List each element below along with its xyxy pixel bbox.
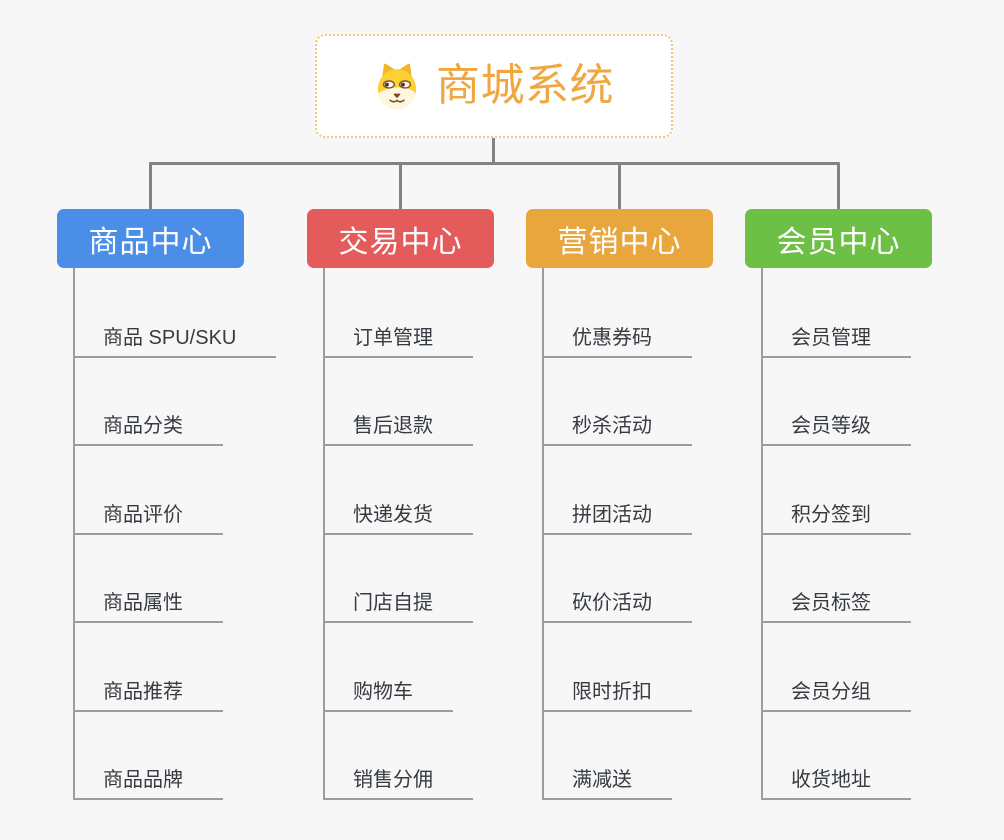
child-node-trade-center-3[interactable]: 快递发货: [323, 504, 473, 535]
child-node-marketing-center-1[interactable]: 优惠券码: [542, 327, 692, 358]
child-node-product-center-3[interactable]: 商品评价: [73, 504, 223, 535]
child-node-member-center-5[interactable]: 会员分组: [761, 681, 911, 712]
child-node-marketing-center-3[interactable]: 拼团活动: [542, 504, 692, 535]
branch-label: 商品中心: [88, 225, 213, 259]
branch-node-trade-center[interactable]: 交易中心: [307, 209, 494, 268]
connector-drop-marketing-center: [618, 162, 621, 210]
child-node-marketing-center-2[interactable]: 秒杀活动: [542, 415, 692, 446]
child-node-trade-center-6[interactable]: 销售分佣: [323, 769, 473, 800]
child-node-marketing-center-4[interactable]: 砍价活动: [542, 592, 692, 623]
connector-drop-trade-center: [399, 162, 402, 210]
connector-drop-member-center: [837, 162, 840, 210]
child-node-product-center-6[interactable]: 商品品牌: [73, 769, 223, 800]
connector-drop-product-center: [149, 162, 152, 210]
doge-icon: [377, 63, 417, 109]
branch-label: 营销中心: [557, 225, 682, 259]
child-node-trade-center-1[interactable]: 订单管理: [323, 327, 473, 358]
child-node-member-center-2[interactable]: 会员等级: [761, 415, 911, 446]
child-node-product-center-2[interactable]: 商品分类: [73, 415, 223, 446]
branch-label: 交易中心: [338, 225, 463, 259]
child-node-member-center-3[interactable]: 积分签到: [761, 504, 911, 535]
branch-node-product-center[interactable]: 商品中心: [57, 209, 244, 268]
child-node-member-center-6[interactable]: 收货地址: [761, 769, 911, 800]
connector-root-stub: [492, 136, 495, 164]
child-node-trade-center-2[interactable]: 售后退款: [323, 415, 473, 446]
child-node-product-center-1[interactable]: 商品 SPU/SKU: [73, 327, 277, 358]
root-title: 商城系统: [436, 61, 614, 110]
child-node-marketing-center-5[interactable]: 限时折扣: [542, 681, 692, 712]
child-node-trade-center-5[interactable]: 购物车: [323, 681, 453, 712]
branch-label: 会员中心: [776, 225, 901, 259]
root-node-mall-system[interactable]: 商城系统: [315, 34, 673, 138]
child-node-product-center-5[interactable]: 商品推荐: [73, 681, 223, 712]
child-node-marketing-center-6[interactable]: 满减送: [542, 769, 672, 800]
child-node-member-center-4[interactable]: 会员标签: [761, 592, 911, 623]
branch-node-marketing-center[interactable]: 营销中心: [526, 209, 713, 268]
branch-node-member-center[interactable]: 会员中心: [745, 209, 932, 268]
child-node-trade-center-4[interactable]: 门店自提: [323, 592, 473, 623]
child-node-member-center-1[interactable]: 会员管理: [761, 327, 911, 358]
child-node-product-center-4[interactable]: 商品属性: [73, 592, 223, 623]
connector-bus: [149, 162, 840, 165]
